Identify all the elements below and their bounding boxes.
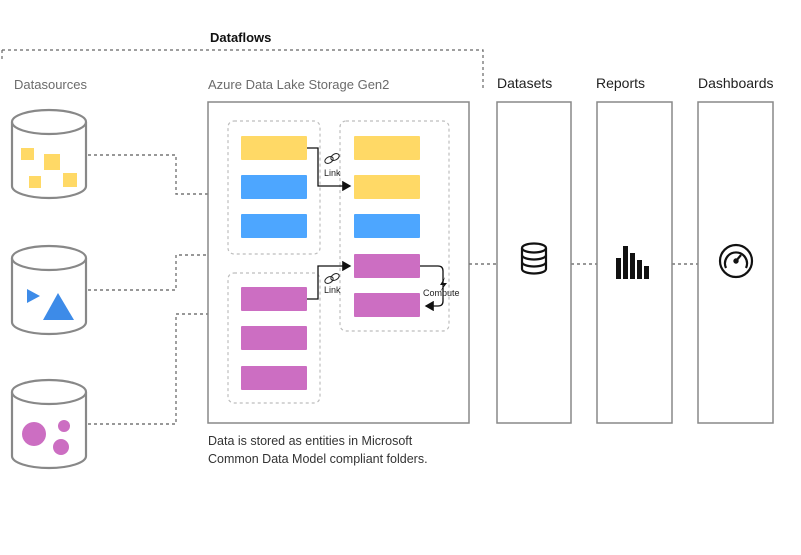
yellow-square xyxy=(44,154,60,170)
compute-arrow xyxy=(420,265,444,312)
entity-yellow xyxy=(241,136,307,160)
datasource-magenta xyxy=(10,378,88,470)
entity-magenta xyxy=(241,287,307,311)
note-line-2: Common Data Model compliant folders. xyxy=(208,452,428,466)
datasource-yellow xyxy=(10,108,88,200)
link-arrow-top xyxy=(307,147,352,192)
group-top-left xyxy=(227,120,321,255)
compute-label: Compute xyxy=(423,288,460,298)
small-circle xyxy=(58,420,70,432)
entity-blue xyxy=(241,214,307,238)
entity-magenta xyxy=(241,326,307,350)
large-circle xyxy=(22,422,46,446)
entity-yellow xyxy=(354,175,420,199)
group-right xyxy=(339,120,450,332)
entity-yellow xyxy=(354,136,420,160)
small-triangle xyxy=(27,289,40,303)
dataflows-title: Dataflows xyxy=(210,30,272,45)
datasets-box xyxy=(496,101,572,424)
database-icon xyxy=(520,242,548,275)
link-label-bottom: Link xyxy=(324,285,341,295)
bar-chart-icon xyxy=(616,246,649,279)
entity-magenta xyxy=(354,293,420,317)
yellow-square xyxy=(63,173,77,187)
entity-blue xyxy=(354,214,420,238)
storage-label: Azure Data Lake Storage Gen2 xyxy=(208,77,390,92)
medium-circle xyxy=(53,439,69,455)
entity-blue xyxy=(241,175,307,199)
gauge-icon xyxy=(718,243,754,279)
datasource-blue xyxy=(10,244,88,336)
reports-label: Reports xyxy=(596,75,646,91)
datasets-label: Datasets xyxy=(497,75,553,91)
storage-note: Data is stored as entities in Microsoft … xyxy=(208,432,478,468)
note-line-1: Data is stored as entities in Microsoft xyxy=(208,434,413,448)
connector-yellow xyxy=(88,154,208,195)
yellow-square xyxy=(21,148,34,160)
entity-magenta xyxy=(241,366,307,390)
link-icon xyxy=(324,273,340,284)
dataflows-bracket xyxy=(2,49,484,88)
connector-magenta xyxy=(88,313,208,425)
connector-blue xyxy=(88,254,208,291)
lightning-icon xyxy=(440,277,447,292)
entity-magenta xyxy=(354,254,420,278)
link-icon xyxy=(324,153,340,164)
datasources-label: Datasources xyxy=(14,77,87,92)
link-label-top: Link xyxy=(324,168,341,178)
dashboards-label: Dashboards xyxy=(698,75,774,91)
yellow-square xyxy=(29,176,41,188)
large-triangle xyxy=(43,293,74,320)
link-arrow-bottom xyxy=(307,260,352,300)
